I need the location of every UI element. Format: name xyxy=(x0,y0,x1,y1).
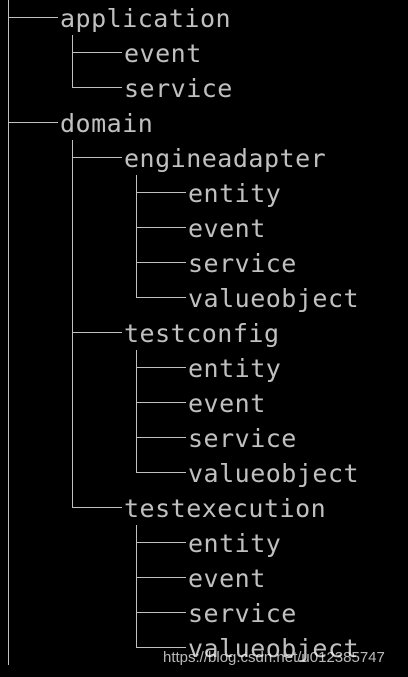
tree-guide-line xyxy=(72,245,73,280)
tree-branch-horizontal xyxy=(8,17,58,18)
tree-guide-line xyxy=(8,595,9,630)
tree-branch-horizontal xyxy=(8,122,58,123)
tree-branch-horizontal xyxy=(136,612,186,613)
tree-branch-horizontal xyxy=(72,87,122,88)
tree-guide-line xyxy=(8,455,9,490)
tree-guide-line xyxy=(8,350,9,385)
tree-guide-line xyxy=(8,245,9,280)
tree-guide-line xyxy=(8,560,9,595)
tree-node-label: testexecution xyxy=(124,494,327,523)
tree-node-label: domain xyxy=(60,109,154,138)
tree-node: service xyxy=(0,245,408,280)
tree-node-label: valueobject xyxy=(188,634,360,663)
tree-guide-line xyxy=(8,70,9,105)
tree-guide-line xyxy=(8,280,9,315)
tree-node: service xyxy=(0,595,408,630)
tree-node-label: event xyxy=(188,214,266,243)
tree-branch-horizontal xyxy=(136,192,186,193)
tree-guide-line xyxy=(8,315,9,350)
tree-guide-line xyxy=(72,210,73,245)
tree-node: entity xyxy=(0,350,408,385)
tree-branch-horizontal xyxy=(136,472,186,473)
watermark-url: https://blog.csdn.net/u012385747 xyxy=(163,649,385,666)
tree-node-label: entity xyxy=(188,179,282,208)
tree-guide-line xyxy=(8,490,9,525)
tree-guide-line xyxy=(8,35,9,70)
tree-node-label: event xyxy=(188,389,266,418)
tree-guide-line xyxy=(72,385,73,420)
tree-guide-line xyxy=(8,525,9,560)
tree-node: domain xyxy=(0,105,408,140)
tree-guide-line xyxy=(72,175,73,210)
tree-branch-horizontal xyxy=(136,367,186,368)
tree-node: event xyxy=(0,385,408,420)
tree-node-label: event xyxy=(124,39,202,68)
tree-branch-vertical xyxy=(136,280,137,298)
tree-guide-line xyxy=(72,280,73,315)
tree-guide-line xyxy=(8,140,9,175)
tree-node: testconfig xyxy=(0,315,408,350)
tree-node: event xyxy=(0,560,408,595)
tree-guide-line xyxy=(8,175,9,210)
tree-node-label: service xyxy=(188,249,297,278)
tree-node: valueobject xyxy=(0,455,408,490)
tree-branch-vertical xyxy=(72,490,73,508)
tree-node-label: event xyxy=(188,564,266,593)
tree-branch-vertical xyxy=(136,455,137,473)
tree-branch-vertical xyxy=(72,70,73,88)
tree-node-label: valueobject xyxy=(188,284,360,313)
tree-node-label: entity xyxy=(188,529,282,558)
tree-node: service xyxy=(0,70,408,105)
tree-guide-line xyxy=(8,420,9,455)
tree-branch-horizontal xyxy=(136,542,186,543)
tree-branch-horizontal xyxy=(72,52,122,53)
tree-node: application xyxy=(0,0,408,35)
tree-branch-horizontal xyxy=(72,157,122,158)
tree-guide-line xyxy=(8,210,9,245)
tree-branch-vertical xyxy=(136,630,137,648)
tree-guide-line xyxy=(8,385,9,420)
tree-node: valueobject xyxy=(0,280,408,315)
tree-branch-horizontal xyxy=(136,227,186,228)
tree-node-label: service xyxy=(188,424,297,453)
tree-node: engineadapter xyxy=(0,140,408,175)
tree-branch-horizontal xyxy=(136,297,186,298)
tree-branch-horizontal xyxy=(72,507,122,508)
tree-branch-horizontal xyxy=(136,437,186,438)
tree-node: event xyxy=(0,210,408,245)
tree-node: entity xyxy=(0,525,408,560)
tree-guide-line xyxy=(72,350,73,385)
tree-node-label: service xyxy=(124,74,233,103)
tree-branch-horizontal xyxy=(136,262,186,263)
tree-guide-line xyxy=(8,630,9,665)
tree-node-label: service xyxy=(188,599,297,628)
tree-node-label: engineadapter xyxy=(124,144,327,173)
tree-node: valueobject xyxy=(0,630,408,665)
tree-node: entity xyxy=(0,175,408,210)
tree-branch-horizontal xyxy=(136,647,186,648)
tree-guide-line xyxy=(72,420,73,455)
tree-node: service xyxy=(0,420,408,455)
tree-node: event xyxy=(0,35,408,70)
tree-branch-horizontal xyxy=(72,332,122,333)
tree-guide-line xyxy=(72,455,73,490)
tree-node-label: entity xyxy=(188,354,282,383)
tree-node-label: application xyxy=(60,4,232,33)
tree-branch-horizontal xyxy=(136,402,186,403)
tree-branch-horizontal xyxy=(136,577,186,578)
tree-node-label: testconfig xyxy=(124,319,280,348)
tree-node-label: valueobject xyxy=(188,459,360,488)
tree-node: testexecution xyxy=(0,490,408,525)
